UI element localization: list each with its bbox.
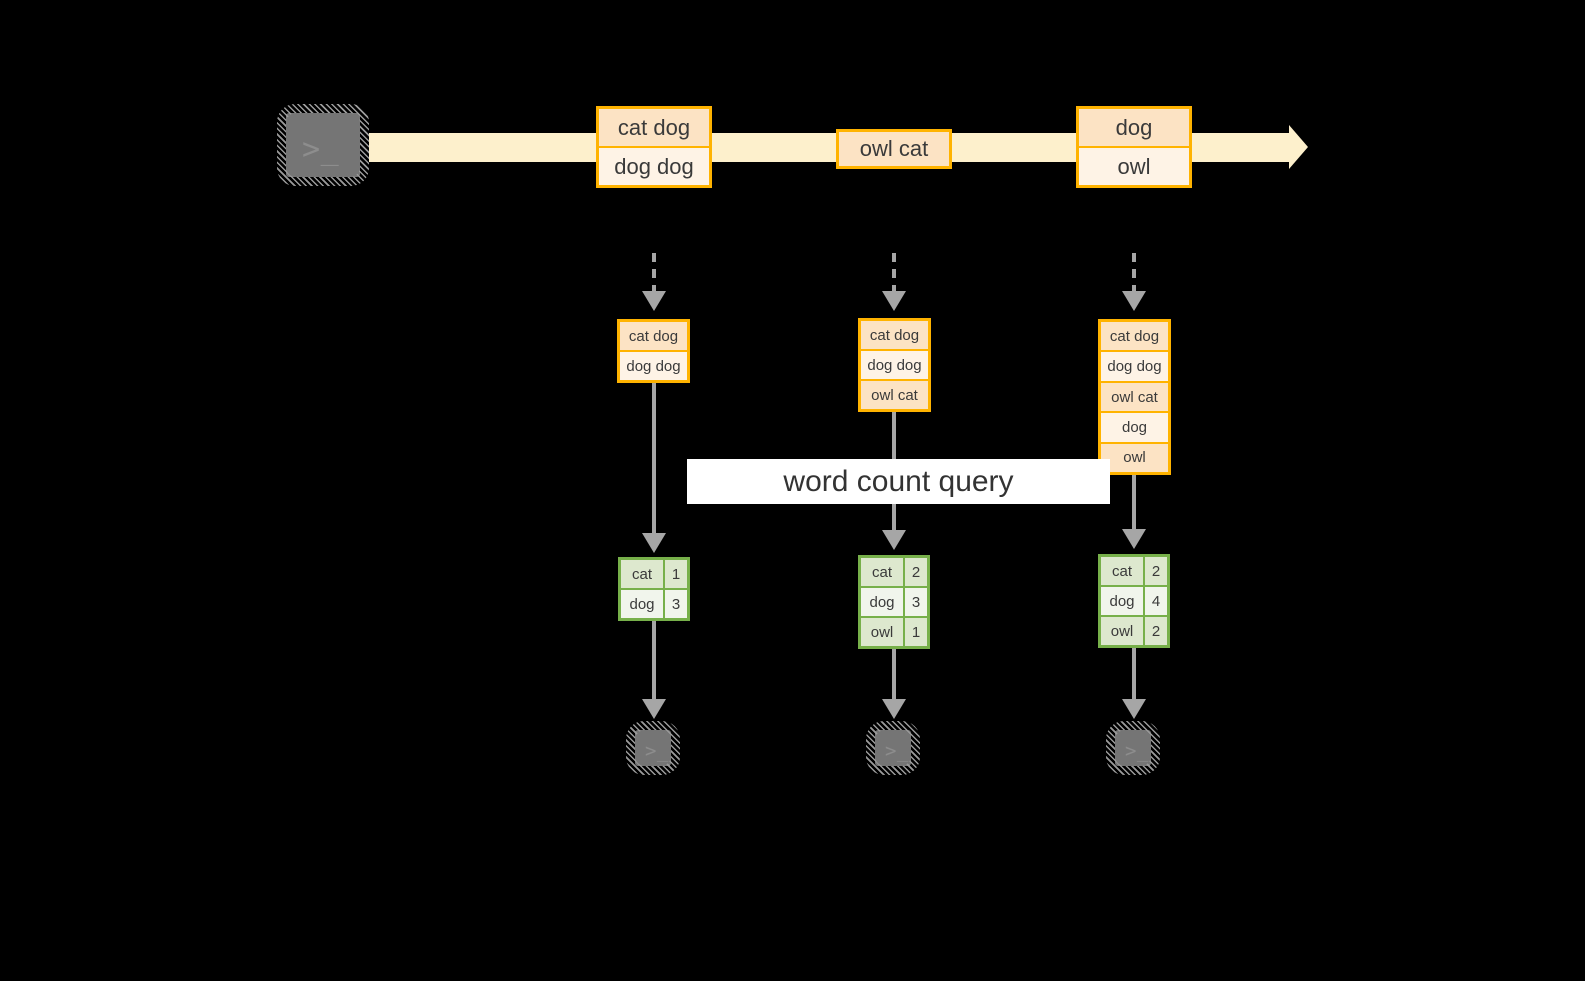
snapshot-input-table[interactable]: cat dog dog dog owl cat dog owl [1098, 319, 1171, 475]
word-cell: cat [1101, 557, 1145, 585]
count-cell: 4 [1145, 587, 1167, 615]
snapshot-feed-arrow-icon [1122, 291, 1146, 311]
table-row: owl 2 [1101, 617, 1167, 645]
snapshot-input-line: dog dog [620, 352, 687, 380]
stream-message-line: owl cat [839, 132, 949, 166]
word-count-table[interactable]: cat 2 dog 4 owl 2 [1098, 554, 1170, 648]
producer-terminal-icon: >_ [277, 104, 369, 186]
snapshot-feed-line [652, 253, 656, 293]
query-flow-arrow-icon [642, 533, 666, 553]
query-label-text: word count query [783, 464, 1014, 498]
terminal-screen [1115, 730, 1151, 766]
stream-message-line: cat dog [599, 109, 709, 148]
terminal-prompt-glyph: >_ [645, 740, 669, 762]
query-flow-line [652, 383, 656, 535]
stream-message[interactable]: owl cat [836, 129, 952, 169]
snapshot-input-line: cat dog [1101, 322, 1168, 353]
stream-message[interactable]: cat dog dog dog [596, 106, 712, 188]
snapshot-input-line: owl [1101, 443, 1168, 473]
query-flow-line [1132, 475, 1136, 531]
result-flow-arrow-icon [642, 699, 666, 719]
terminal-screen [635, 730, 671, 766]
snapshot-input-line: dog [1101, 413, 1168, 444]
count-cell: 2 [1145, 617, 1167, 645]
word-cell: owl [1101, 617, 1145, 645]
count-cell: 2 [1145, 557, 1167, 585]
stream-message-line: owl [1079, 148, 1189, 185]
terminal-prompt-glyph: >_ [885, 740, 909, 762]
snapshot-input-line: cat dog [861, 321, 928, 351]
consumer-terminal-icon: >_ [626, 721, 680, 775]
count-cell: 1 [905, 618, 927, 646]
snapshot-input-line: cat dog [620, 322, 687, 352]
snapshot-input-line: owl cat [861, 381, 928, 409]
result-flow-line [652, 621, 656, 701]
count-cell: 1 [665, 560, 687, 588]
result-flow-line [892, 649, 896, 701]
terminal-screen [286, 113, 360, 177]
consumer-terminal-icon: >_ [1106, 721, 1160, 775]
word-cell: dog [861, 588, 905, 616]
table-row: dog 3 [621, 590, 687, 618]
word-cell: owl [861, 618, 905, 646]
query-flow-arrow-icon [882, 530, 906, 550]
snapshot-input-table[interactable]: cat dog dog dog owl cat [858, 318, 931, 412]
terminal-prompt-glyph: >_ [1125, 740, 1149, 762]
result-flow-line [1132, 648, 1136, 701]
snapshot-input-line: dog dog [861, 351, 928, 381]
word-cell: cat [861, 558, 905, 586]
snapshot-input-line: dog dog [1101, 352, 1168, 383]
snapshot-input-table[interactable]: cat dog dog dog [617, 319, 690, 383]
snapshot-feed-line [1132, 253, 1136, 293]
word-cell: cat [621, 560, 665, 588]
table-row: dog 4 [1101, 587, 1167, 617]
snapshot-feed-line [892, 253, 896, 293]
snapshot-feed-arrow-icon [642, 291, 666, 311]
word-cell: dog [621, 590, 665, 618]
table-row: dog 3 [861, 588, 927, 618]
count-cell: 3 [905, 588, 927, 616]
stream-arrow-head-icon [1289, 125, 1308, 169]
query-label: word count query [687, 459, 1110, 504]
table-row: cat 1 [621, 560, 687, 590]
count-cell: 2 [905, 558, 927, 586]
stream-message[interactable]: dog owl [1076, 106, 1192, 188]
result-flow-arrow-icon [882, 699, 906, 719]
terminal-prompt-glyph: >_ [302, 132, 340, 167]
snapshot-feed-arrow-icon [882, 291, 906, 311]
terminal-screen [875, 730, 911, 766]
table-row: cat 2 [1101, 557, 1167, 587]
table-row: owl 1 [861, 618, 927, 646]
word-count-table[interactable]: cat 1 dog 3 [618, 557, 690, 621]
consumer-terminal-icon: >_ [866, 721, 920, 775]
snapshot-input-line: owl cat [1101, 382, 1168, 414]
stream-message-line: dog dog [599, 148, 709, 185]
table-row: cat 2 [861, 558, 927, 588]
result-flow-arrow-icon [1122, 699, 1146, 719]
query-flow-arrow-icon [1122, 529, 1146, 549]
count-cell: 3 [665, 590, 687, 618]
stream-message-line: dog [1079, 109, 1189, 148]
word-cell: dog [1101, 587, 1145, 615]
word-count-table[interactable]: cat 2 dog 3 owl 1 [858, 555, 930, 649]
